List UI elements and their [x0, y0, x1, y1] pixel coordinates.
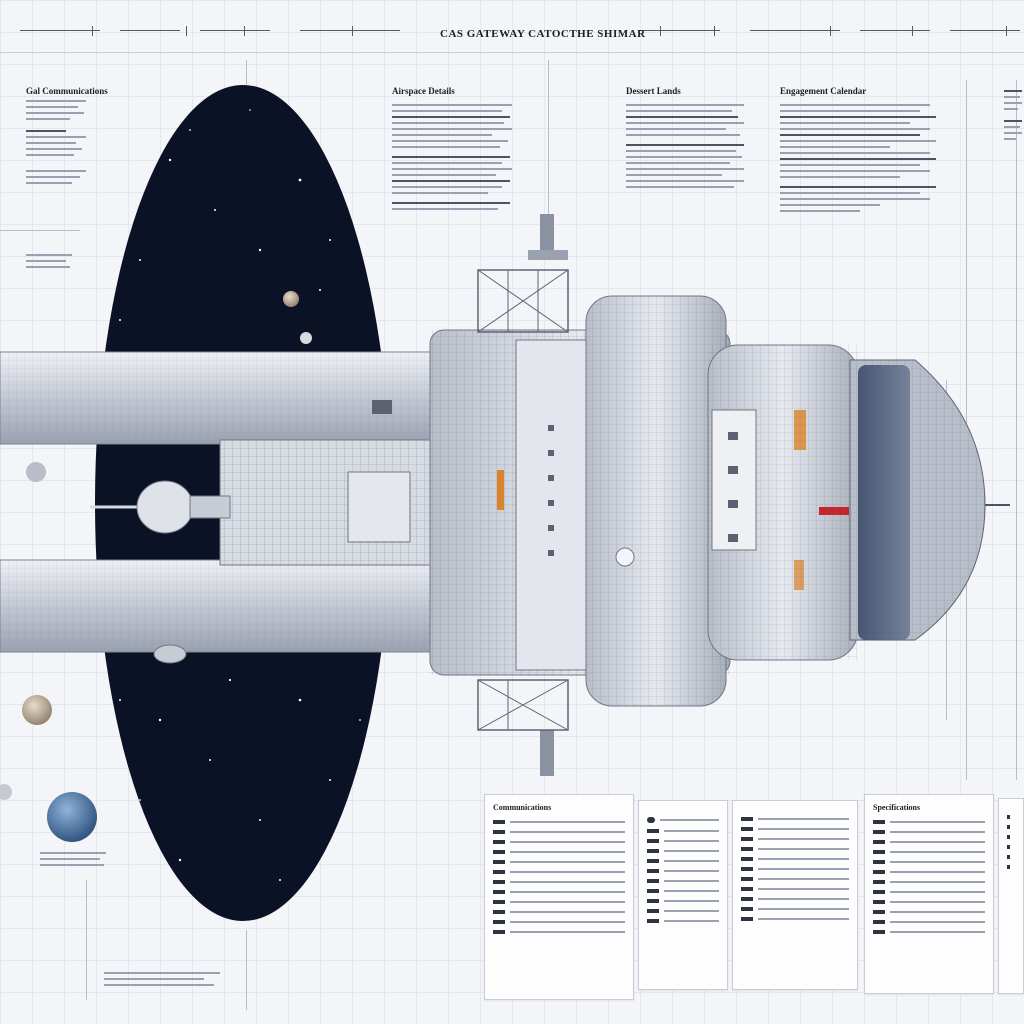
- module-box: [347, 471, 411, 543]
- card-detail: [638, 800, 728, 990]
- truss-tower-lower: [477, 679, 569, 731]
- card-communications: Communications: [484, 794, 634, 1000]
- card-schedule: [732, 800, 858, 990]
- panel-dessert-lands: Dessert Lands: [626, 86, 748, 192]
- panel-right-edge: [1004, 86, 1024, 144]
- page-title: CAS GATEWAY CATOCTHE SHIMAR: [440, 28, 646, 40]
- card-specifications: Specifications: [864, 794, 994, 994]
- panel-footer-notes: [104, 968, 224, 990]
- guide-line: [548, 60, 549, 230]
- planet-small: [283, 291, 299, 307]
- header-rule: [0, 52, 1024, 53]
- docking-pod: [136, 480, 194, 534]
- accent-orange: [794, 410, 806, 450]
- planet-moon: [22, 695, 52, 725]
- truss-tower: [477, 269, 569, 333]
- guide-line: [246, 60, 247, 100]
- stars: [119, 109, 361, 881]
- guide-line: [1016, 80, 1017, 780]
- card-heading: Specifications: [873, 803, 921, 812]
- planet-tiny: [26, 462, 46, 482]
- guide-line: [246, 930, 247, 1010]
- planet-small: [300, 332, 312, 344]
- guide-line: [86, 880, 87, 1000]
- antenna-bottom: [540, 730, 554, 776]
- panel-side-notes: [26, 250, 76, 272]
- card-edge: [998, 798, 1024, 994]
- planet-earth: [47, 792, 97, 842]
- panel-heading: Engagement Calendar: [780, 86, 867, 96]
- planet-tiny: [0, 784, 12, 800]
- guide-line: [0, 230, 80, 231]
- card-heading: Communications: [493, 803, 552, 812]
- antenna-top: [540, 214, 554, 250]
- panel-bottom-notes: [40, 848, 110, 870]
- panel-heading: Dessert Lands: [626, 86, 681, 96]
- accent-red: [819, 507, 849, 515]
- accent-orange: [794, 560, 804, 590]
- panel-communications: Gal Communications: [26, 86, 108, 188]
- nose-window: [858, 365, 910, 640]
- panel-airspace: Airspace Details: [392, 86, 522, 214]
- accent-orange: [497, 470, 504, 510]
- panel-heading: Gal Communications: [26, 86, 108, 96]
- panel-engagement-calendar: Engagement Calendar: [780, 86, 940, 216]
- panel-heading: Airspace Details: [392, 86, 455, 96]
